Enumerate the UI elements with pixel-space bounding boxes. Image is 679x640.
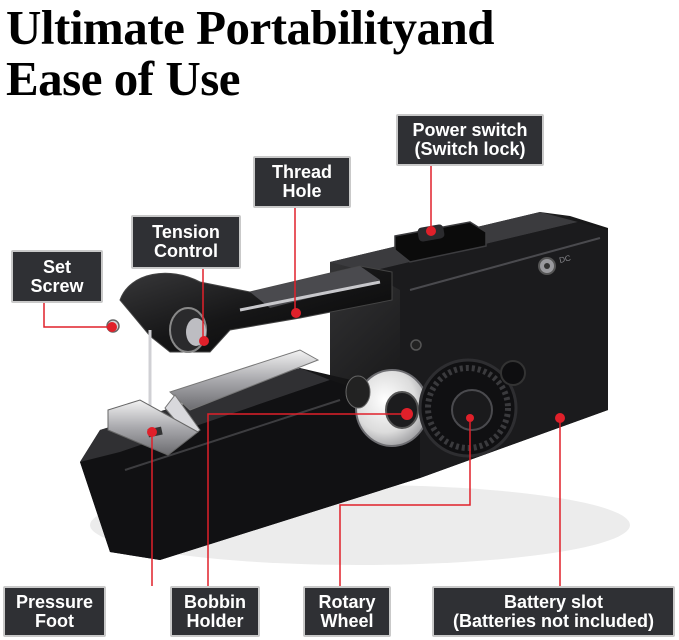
- label-tension-control: Tension Control: [131, 215, 241, 269]
- label-pressure-foot-line1: Pressure: [15, 591, 94, 612]
- label-battery-slot-line2: (Batteries not included): [452, 610, 654, 631]
- label-set-screw: Set Screw: [11, 250, 103, 303]
- label-battery-slot: Battery slot (Batteries not included): [432, 586, 675, 637]
- callout-dots: [107, 226, 565, 437]
- label-rotary-wheel: Rotary Wheel: [303, 586, 391, 637]
- label-power-switch: Power switch (Switch lock): [396, 114, 544, 166]
- label-power-switch-line2: (Switch lock): [414, 139, 526, 159]
- title-line-1: Ultimate Portabilityand: [6, 0, 494, 55]
- label-pressure-foot-line2: Foot: [35, 610, 74, 631]
- label-tension-control-line2: Control: [154, 241, 218, 261]
- dc-marking: DC: [558, 253, 572, 265]
- label-rotary-wheel-line2: Wheel: [320, 610, 374, 631]
- label-battery-slot-line1: Battery slot: [503, 591, 604, 612]
- label-thread-hole-line1: Thread: [271, 162, 332, 182]
- rotary-wheel: [418, 358, 526, 458]
- page-title: Ultimate Portabilityand Ease of Use: [6, 2, 494, 104]
- label-power-switch-line1: Power switch: [412, 120, 528, 140]
- label-thread-hole: Thread Hole: [253, 156, 351, 208]
- label-thread-hole-line2: Hole: [282, 181, 322, 201]
- label-bobbin-holder-line1: Bobbin: [184, 591, 246, 612]
- label-set-screw-line2: Screw: [30, 275, 84, 296]
- tension-control-knob: [169, 307, 207, 353]
- label-tension-control-line1: Tension: [152, 222, 220, 242]
- label-set-screw-line1: Set: [42, 256, 71, 277]
- body-screw: [410, 339, 422, 351]
- dc-socket: DC: [538, 253, 572, 275]
- bobbin-spool: [345, 369, 429, 447]
- label-bobbin-holder-line2: Holder: [186, 610, 244, 631]
- title-line-2: Ease of Use: [6, 51, 241, 106]
- label-rotary-wheel-line1: Rotary: [318, 591, 376, 612]
- label-pressure-foot: Pressure Foot: [3, 586, 106, 637]
- callout-lines: [43, 165, 561, 586]
- label-bobbin-holder: Bobbin Holder: [170, 586, 260, 637]
